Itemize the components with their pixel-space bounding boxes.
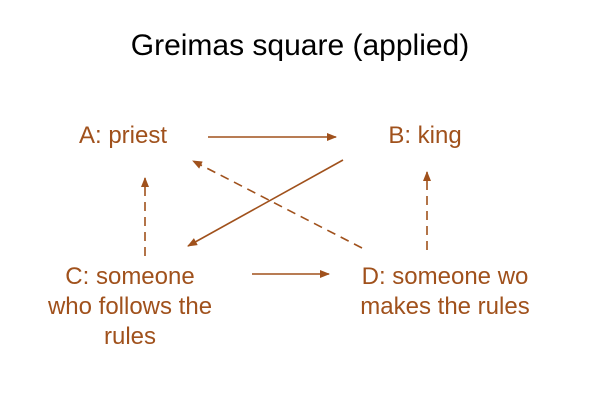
term-c-follower: C: someone who follows the rules xyxy=(47,263,213,350)
term-a-priest: A: priest xyxy=(78,122,168,149)
term-b-king: B: king xyxy=(388,122,462,149)
term-d-rule-maker: D: someone wo makes the rules xyxy=(360,263,530,320)
slide-title: Greimas square (applied) xyxy=(130,29,470,62)
arrow-d-to-a xyxy=(192,160,363,249)
arrow-b-to-c xyxy=(187,159,344,247)
